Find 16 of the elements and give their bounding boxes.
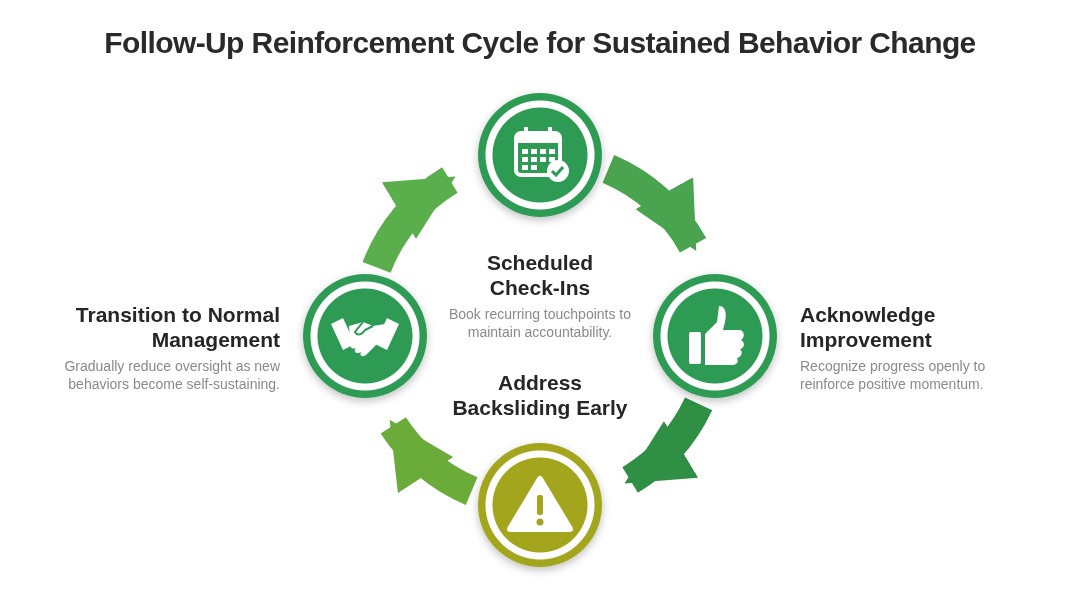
cycle-arrow — [621, 396, 712, 493]
cycle-arrow — [601, 155, 706, 254]
step-title: Address Backsliding Early — [451, 370, 629, 420]
step-title: Transition to Normal Management — [74, 302, 280, 352]
step-circle — [303, 274, 428, 399]
step-circle — [478, 443, 602, 567]
cycle-arrow — [381, 416, 479, 505]
step-title: Scheduled Check-Ins — [485, 250, 595, 300]
step-title: Acknowledge Improvement — [800, 302, 937, 352]
cycle-arrow — [362, 167, 459, 274]
step-description: Book recurring touchpoints to maintain accountability. — [447, 305, 633, 341]
step-circle — [478, 93, 602, 217]
step-circle — [652, 274, 777, 399]
step-description: Gradually reduce oversight as new behaviors become self-sustaining. — [63, 357, 280, 393]
title: Follow-Up Reinforcement Cycle for Sustained Behavior Change — [103, 26, 977, 60]
step-description: Recognize progress openly to reinforce positive momentum. — [800, 357, 987, 393]
